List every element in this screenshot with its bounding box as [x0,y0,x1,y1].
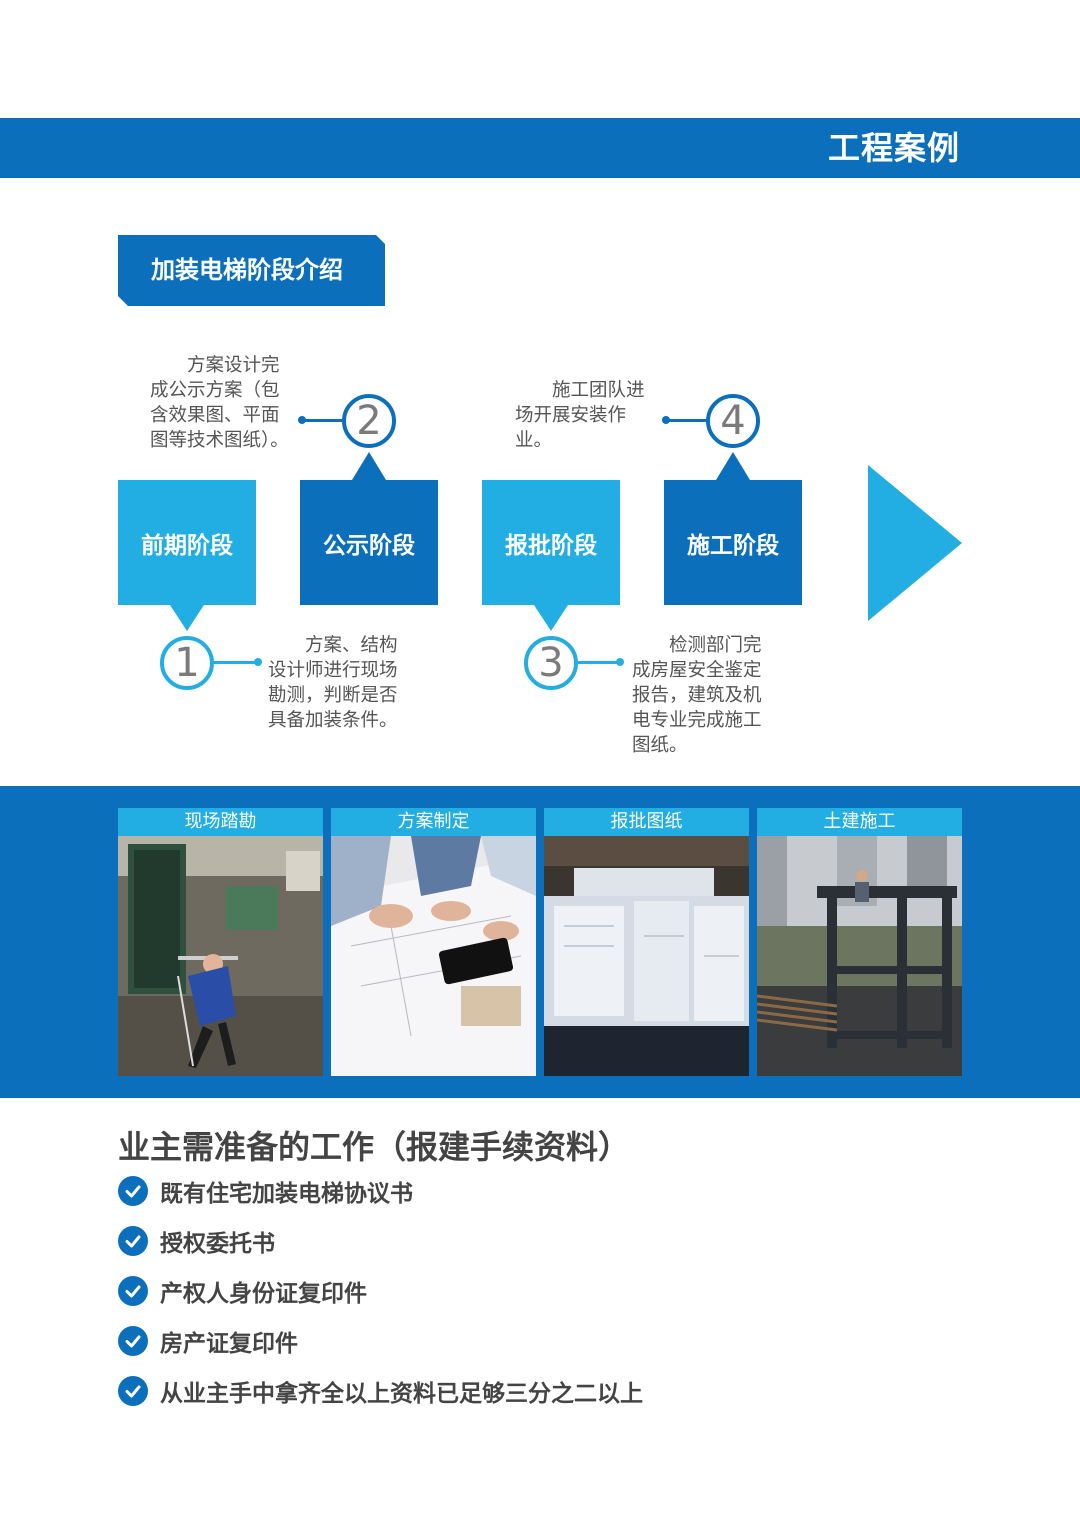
photo-label-2: 方案制定 [331,808,536,836]
connector-4 [668,419,708,422]
prep-item-4: 房产证复印件 [118,1324,298,1358]
prep-item-1: 既有住宅加装电梯协议书 [118,1174,413,1208]
connector-3 [578,661,620,664]
stage-label-4: 施工阶段 [687,532,779,559]
stage-number-1: 1 [160,636,214,690]
stage-label-3: 报批阶段 [505,532,597,559]
site-survey-photo [118,836,323,1076]
connector-dot-2 [298,416,306,424]
connector-dot-3 [616,658,624,666]
photo-card-approval-drawings: 报批图纸 [544,808,749,1076]
check-icon [118,1326,148,1356]
stage-number-4: 4 [706,394,760,448]
prep-item-text-3: 产权人身份证复印件 [160,1281,367,1307]
page-title: 工程案例 [827,129,960,167]
check-icon [118,1276,148,1306]
stage-pointer-1 [170,605,204,631]
stage-description-2: 方案设计完成公示方案（包含效果图、平面图等技术图纸）。 [150,355,289,451]
prep-item-text-4: 房产证复印件 [160,1331,298,1357]
stage-box-3: 报批阶段 [482,480,620,605]
prep-item-text-5: 从业主手中拿齐全以上资料已足够三分之二以上 [160,1381,643,1407]
stage-pointer-2 [352,452,386,480]
photo-band: 现场踏勘 方案制定 [0,786,1080,1098]
check-icon [118,1376,148,1406]
section-tag-label: 加装电梯阶段介绍 [151,256,343,284]
stage-description-4: 施工团队进场开展安装作业。 [515,380,645,451]
stage-box-1: 前期阶段 [118,480,256,605]
next-arrow-icon [868,465,962,621]
check-icon [118,1226,148,1256]
connector-2 [304,419,344,422]
stage-description-3: 检测部门完成房屋安全鉴定报告，建筑及机电专业完成施工图纸。 [632,635,762,756]
stage-label-1: 前期阶段 [141,532,233,559]
connector-dot-4 [662,416,670,424]
photo-label-3: 报批图纸 [544,808,749,836]
prep-item-5: 从业主手中拿齐全以上资料已足够三分之二以上 [118,1374,643,1408]
check-icon [118,1176,148,1206]
stage-box-4: 施工阶段 [664,480,802,605]
prep-item-text-1: 既有住宅加装电梯协议书 [160,1181,413,1207]
prep-item-2: 授权委托书 [118,1224,275,1258]
stage-box-2: 公示阶段 [300,480,438,605]
stage-number-2: 2 [342,394,396,448]
civil-construction-photo [757,836,962,1076]
photo-label-1: 现场踏勘 [118,808,323,836]
prep-title: 业主需准备的工作（报建手续资料） [118,1128,631,1166]
photo-card-plan-design: 方案制定 [331,808,536,1076]
approval-drawings-photo [544,836,749,1076]
stage-pointer-3 [534,605,568,631]
stage-number-3: 3 [524,636,578,690]
section-tag: 加装电梯阶段介绍 [118,235,385,306]
plan-design-photo [331,836,536,1076]
stage-label-2: 公示阶段 [323,532,415,559]
photo-card-civil-construction: 土建施工 [757,808,962,1076]
header-band: 工程案例 [0,118,1080,178]
connector-1 [214,661,258,664]
photo-label-4: 土建施工 [757,808,962,836]
connector-dot-1 [254,658,262,666]
stage-description-1: 方案、结构设计师进行现场勘测，判断是否具备加装条件。 [268,635,398,731]
photo-card-site-survey: 现场踏勘 [118,808,323,1076]
prep-item-text-2: 授权委托书 [160,1231,275,1257]
prep-item-3: 产权人身份证复印件 [118,1274,367,1308]
stage-pointer-4 [716,452,750,480]
